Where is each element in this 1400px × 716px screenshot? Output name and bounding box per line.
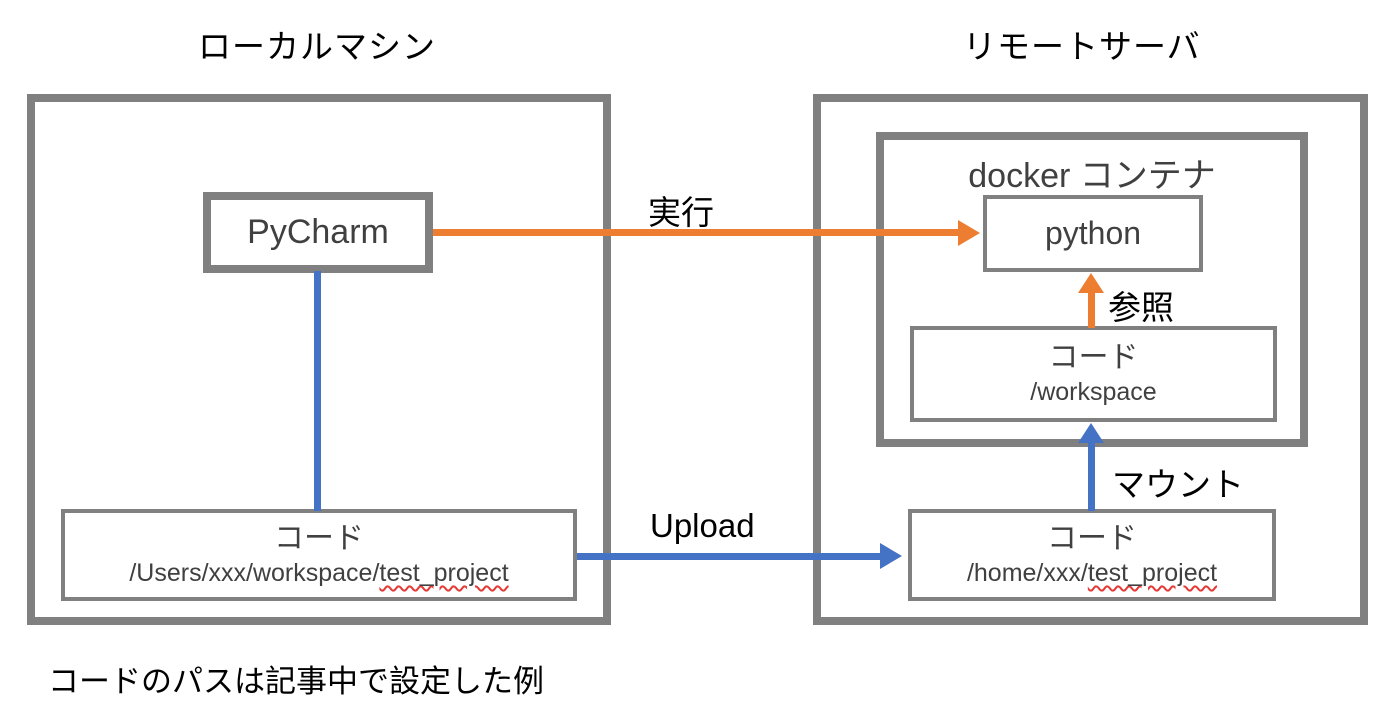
pycharm-label: PyCharm <box>247 213 389 251</box>
local-code-title: コード <box>274 521 364 555</box>
remote-code-title: コード <box>1047 521 1137 555</box>
mount-arrowhead <box>1078 423 1104 443</box>
local-code-path-prefix: /Users/xxx/workspace/ <box>129 558 380 587</box>
docker-container-label: docker コンテナ <box>968 157 1216 195</box>
workspace-code-title: コード <box>1048 340 1139 374</box>
execute-arrow-line <box>433 229 960 236</box>
reference-arrow-line <box>1088 293 1095 328</box>
local-code-box: コード /Users/xxx/workspace/test_project <box>61 509 577 601</box>
execute-arrow-label: 実行 <box>648 194 714 231</box>
mount-arrow-line <box>1088 443 1095 511</box>
upload-arrow-label: Upload <box>650 507 755 544</box>
pycharm-box: PyCharm <box>203 192 433 273</box>
upload-arrow-line <box>577 553 882 560</box>
reference-arrowhead <box>1078 273 1104 293</box>
local-code-path-flagged: test_project <box>379 558 509 587</box>
python-label: python <box>1044 215 1142 251</box>
workspace-code-box: コード /workspace <box>910 326 1277 422</box>
workspace-code-path: /workspace <box>1030 377 1157 406</box>
mount-arrow-label: マウント <box>1112 466 1244 503</box>
reference-arrow-label: 参照 <box>1108 289 1174 326</box>
remote-code-path-prefix: /home/xxx/ <box>966 558 1088 587</box>
remote-server-title: リモートサーバ <box>963 28 1201 65</box>
remote-code-path-flagged: test_project <box>1087 558 1218 587</box>
remote-code-path: /home/xxx/test_project <box>967 557 1217 590</box>
execute-arrowhead <box>958 220 980 246</box>
pycharm-code-connector <box>314 271 321 511</box>
python-box: python <box>983 195 1203 272</box>
local-code-path: /Users/xxx/workspace/test_project <box>129 557 508 590</box>
caption-note: コードのパスは記事中で設定した例 <box>48 664 544 699</box>
upload-arrowhead <box>880 543 902 569</box>
remote-code-box: コード /home/xxx/test_project <box>908 509 1276 601</box>
local-machine-title: ローカルマシン <box>198 28 436 65</box>
